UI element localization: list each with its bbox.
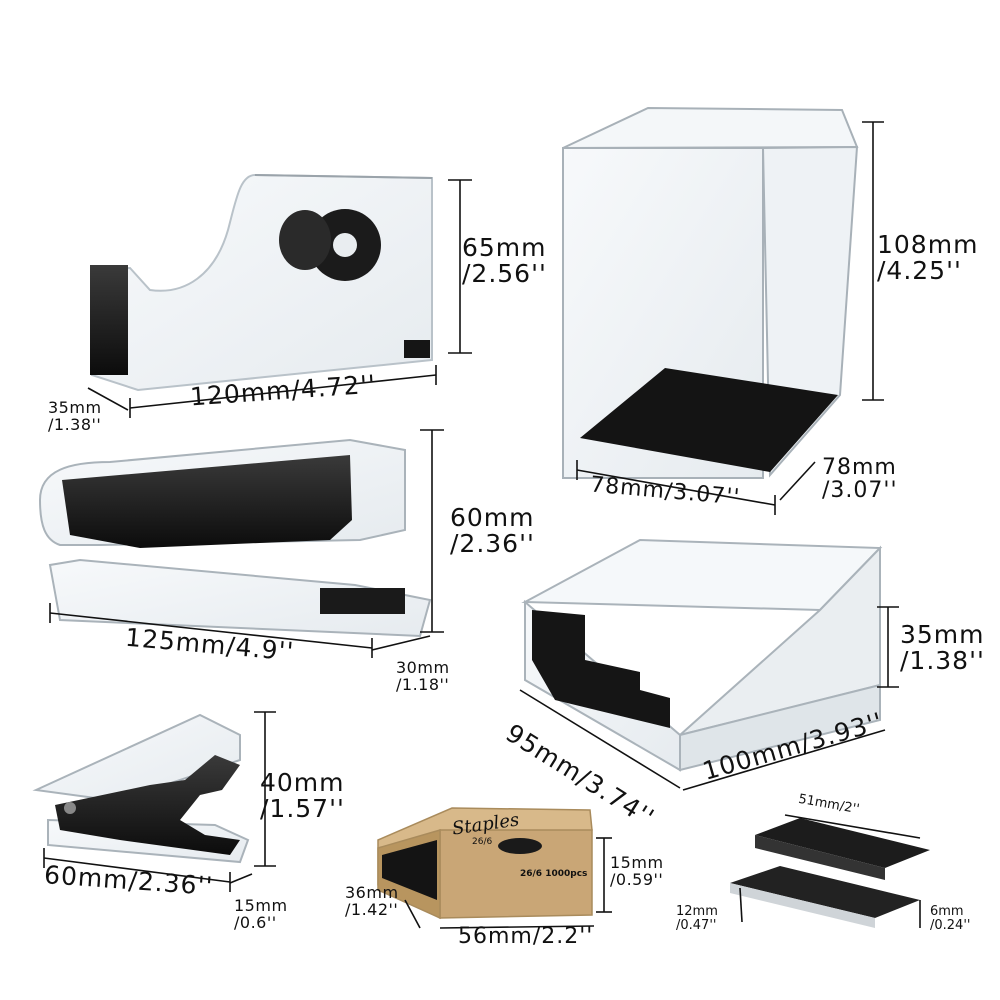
tape-cutter-blade [90, 265, 128, 375]
staple-strips-in-box [382, 840, 437, 900]
staples-width-label: 12mm/0.47'' [676, 904, 718, 933]
remover-height-label: 40mm/1.57'' [260, 768, 345, 824]
pen-holder-depth-label: 78mm/3.07'' [822, 455, 898, 504]
staple-box-height-label: 15mm/0.59'' [610, 853, 664, 889]
staple-box-size-code: 26/6 [472, 837, 493, 847]
dimension-lines [43, 121, 921, 929]
pen-holder-height-label: 108mm/4.25'' [877, 230, 979, 286]
stapler [38, 438, 432, 638]
tape-dispenser [90, 173, 433, 392]
staple-box-width-label: 56mm/2.2'' [458, 924, 594, 949]
tape-height-label: 65mm/2.56'' [462, 233, 547, 289]
staple-remover [32, 713, 250, 864]
memo-holder [521, 538, 883, 772]
staple-box [377, 807, 593, 920]
memo-height-label: 35mm/1.38'' [900, 620, 985, 676]
tape-depth-label: 35mm/1.38'' [48, 398, 102, 434]
pen-holder-base [580, 368, 838, 472]
stapler-anvil [320, 588, 405, 614]
staple-strips [730, 818, 930, 928]
remover-depth-label: 15mm/0.6'' [234, 896, 288, 932]
stapler-arm [62, 455, 352, 548]
stapler-depth-label: 30mm/1.18'' [396, 658, 450, 694]
staples-height-label: 6mm/0.24'' [930, 904, 971, 933]
staple-box-count: 26/6 1000pcs [520, 869, 588, 879]
pen-holder [562, 106, 859, 479]
staple-box-depth-label: 36mm/1.42'' [345, 883, 399, 919]
memo-holder-insert [532, 610, 670, 728]
stapler-height-label: 60mm/2.36'' [450, 503, 535, 559]
staple-remover-jaws [55, 755, 240, 855]
